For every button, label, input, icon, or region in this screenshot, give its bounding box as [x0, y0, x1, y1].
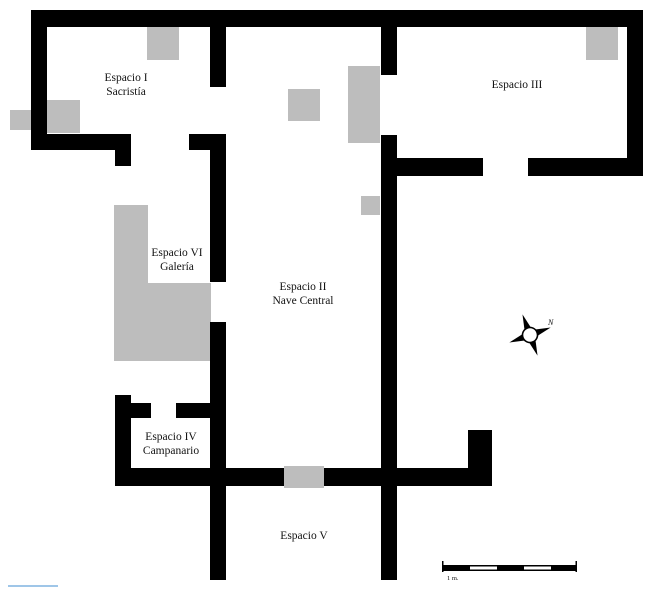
gray-block-nave — [288, 89, 320, 121]
walls — [31, 10, 643, 580]
wall-sacristy-bottom — [31, 134, 131, 150]
label-space-4-use: Campanario — [142, 445, 200, 457]
wall-sacristy-stub — [115, 134, 131, 166]
wall-divider-top — [210, 27, 226, 87]
wall-right — [627, 10, 643, 176]
wall-left-upper — [31, 10, 47, 150]
compass-north-letter: N — [548, 318, 554, 327]
wall-top — [31, 10, 643, 27]
label-space-5: Espacio V — [280, 529, 327, 543]
label-space-6-use: Galería — [160, 261, 194, 273]
label-space-3: Espacio III — [492, 78, 543, 92]
accent-rule — [8, 585, 58, 587]
gray-block-left-edge — [10, 110, 33, 130]
wall-space3-bottom-right — [528, 158, 643, 176]
wall-nave-left-b — [210, 322, 226, 580]
wall-nave-right — [381, 135, 397, 580]
scale-label: 1 m. — [447, 575, 459, 582]
wall-right-pier — [468, 430, 492, 486]
wall-space3-bottom-left — [381, 158, 483, 176]
wall-nave-left-a — [210, 134, 226, 282]
label-space-3-name: Espacio III — [491, 79, 543, 91]
gray-features — [10, 27, 618, 361]
label-space-4: Espacio IV Campanario — [143, 430, 199, 458]
scale-bar — [442, 561, 577, 572]
label-space-6: Espacio VI Galería — [151, 246, 202, 274]
gray-block-sacristy — [47, 100, 80, 133]
gray-block-doorway — [284, 466, 324, 488]
label-space-6-name: Espacio VI — [151, 247, 203, 259]
gray-block-top-left — [147, 27, 179, 60]
compass-icon — [509, 314, 551, 356]
wall-tower-top-left — [115, 403, 151, 418]
label-space-2-name: Espacio II — [279, 281, 327, 293]
label-space-5-name: Espacio V — [280, 530, 328, 542]
gray-block-gallery — [114, 205, 211, 361]
gray-block-top-right — [586, 27, 618, 60]
wall-tower-top-right — [176, 403, 226, 418]
label-space-2-use: Nave Central — [272, 295, 334, 307]
gray-block-tall — [348, 66, 380, 143]
wall-divider-3-top — [381, 27, 397, 75]
label-space-1-name: Espacio I — [104, 72, 148, 84]
label-space-4-name: Espacio IV — [145, 431, 197, 443]
gray-block-small — [361, 196, 380, 215]
label-space-1-use: Sacristía — [106, 86, 146, 98]
label-space-1: Espacio I Sacristía — [104, 71, 147, 99]
label-space-2: Espacio II Nave Central — [273, 280, 334, 308]
